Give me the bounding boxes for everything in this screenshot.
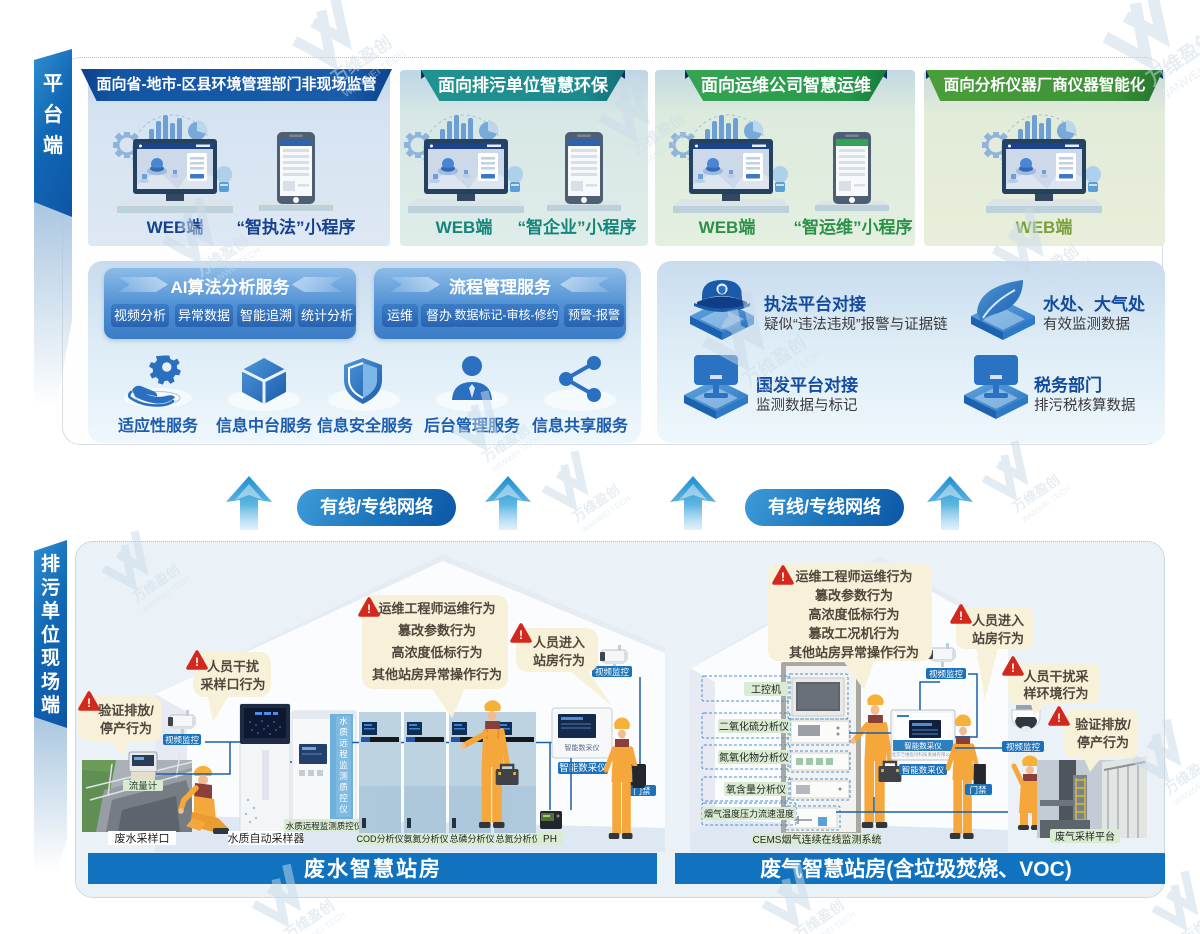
svg-text:总氮分析仪: 总氮分析仪 — [495, 833, 540, 844]
svg-text:水: 水 — [339, 716, 348, 726]
svg-text:采样口行为: 采样口行为 — [199, 677, 265, 692]
svg-text:运维工程师运维行为: 运维工程师运维行为 — [795, 569, 912, 584]
svg-text:北京万维盈创科技发展有限公司: 北京万维盈创科技发展有限公司 — [892, 751, 955, 758]
svg-text:流量计: 流量计 — [129, 780, 158, 792]
svg-text:人员干扰: 人员干扰 — [207, 659, 259, 674]
svg-text:废水智慧站房: 废水智慧站房 — [304, 857, 442, 881]
svg-text:监: 监 — [339, 760, 348, 770]
svg-text:高浓度低标行为: 高浓度低标行为 — [391, 645, 482, 660]
svg-text:PH: PH — [543, 834, 557, 845]
svg-text:篡改参数行为: 篡改参数行为 — [815, 588, 893, 603]
svg-text:氨氮分析仪: 氨氮分析仪 — [403, 833, 448, 844]
svg-text:高浓度低标行为: 高浓度低标行为 — [808, 607, 899, 622]
svg-text:停产行为: 停产行为 — [1077, 735, 1129, 750]
svg-text:其他站房异常操作行为: 其他站房异常操作行为 — [372, 667, 502, 682]
svg-text:二氧化硫分析仪: 二氧化硫分析仪 — [719, 720, 789, 733]
svg-text:仪: 仪 — [339, 804, 348, 814]
svg-text:智能数采仪: 智能数采仪 — [565, 743, 600, 752]
svg-text:篡改工况机行为: 篡改工况机行为 — [808, 626, 899, 641]
svg-text:视频监控: 视频监控 — [595, 667, 630, 677]
svg-text:废水采样口: 废水采样口 — [115, 831, 170, 845]
svg-text:COD分析仪: COD分析仪 — [357, 833, 404, 844]
svg-text:人员进入: 人员进入 — [533, 635, 585, 650]
svg-text:质: 质 — [339, 782, 348, 792]
svg-text:门禁: 门禁 — [633, 786, 651, 796]
svg-text:氧含量分析仪: 氧含量分析仪 — [726, 783, 786, 796]
svg-text:样环境行为: 样环境行为 — [1023, 686, 1088, 701]
svg-text:烟气温度压力流速湿度: 烟气温度压力流速湿度 — [704, 808, 794, 819]
svg-text:验证排放/: 验证排放/ — [1075, 717, 1131, 732]
svg-text:门禁: 门禁 — [969, 785, 987, 795]
svg-text:视频监控: 视频监控 — [165, 735, 200, 745]
svg-text:人员干扰采: 人员干扰采 — [1023, 669, 1089, 684]
svg-text:智能数采仪: 智能数采仪 — [902, 765, 945, 775]
svg-text:水质远程监测质控仪: 水质远程监测质控仪 — [286, 821, 363, 831]
svg-text:水质自动采样器: 水质自动采样器 — [228, 831, 305, 845]
svg-text:人员进入: 人员进入 — [972, 613, 1024, 628]
svg-text:氮氧化物分析仪: 氮氧化物分析仪 — [719, 751, 789, 764]
svg-text:远: 远 — [339, 738, 348, 748]
svg-text:程: 程 — [339, 749, 348, 759]
svg-text:控: 控 — [339, 793, 348, 803]
svg-text:工控机: 工控机 — [751, 683, 781, 696]
svg-text:停产行为: 停产行为 — [100, 721, 152, 736]
svg-text:智能数采仪: 智能数采仪 — [904, 741, 942, 751]
svg-text:CEMS烟气连续在线监测系统: CEMS烟气连续在线监测系统 — [753, 833, 882, 846]
svg-text:视频监控: 视频监控 — [929, 669, 964, 679]
svg-text:视频监控: 视频监控 — [1006, 742, 1041, 752]
svg-text:篡改参数行为: 篡改参数行为 — [398, 623, 476, 638]
svg-text:质: 质 — [339, 727, 348, 737]
svg-text:测: 测 — [339, 771, 348, 781]
svg-text:验证排放/: 验证排放/ — [98, 703, 154, 718]
svg-text:站房行为: 站房行为 — [972, 631, 1024, 646]
svg-text:智能数采仪: 智能数采仪 — [559, 762, 607, 774]
svg-text:运维工程师运维行为: 运维工程师运维行为 — [378, 601, 495, 616]
svg-text:其他站房异常操作行为: 其他站房异常操作行为 — [789, 645, 919, 660]
svg-text:废气采样平台: 废气采样平台 — [1055, 830, 1115, 843]
svg-text:废气智慧站房(含垃圾焚烧、VOC): 废气智慧站房(含垃圾焚烧、VOC) — [760, 857, 1072, 881]
svg-text:总磷分析仪: 总磷分析仪 — [449, 833, 494, 844]
svg-text:站房行为: 站房行为 — [533, 653, 585, 668]
